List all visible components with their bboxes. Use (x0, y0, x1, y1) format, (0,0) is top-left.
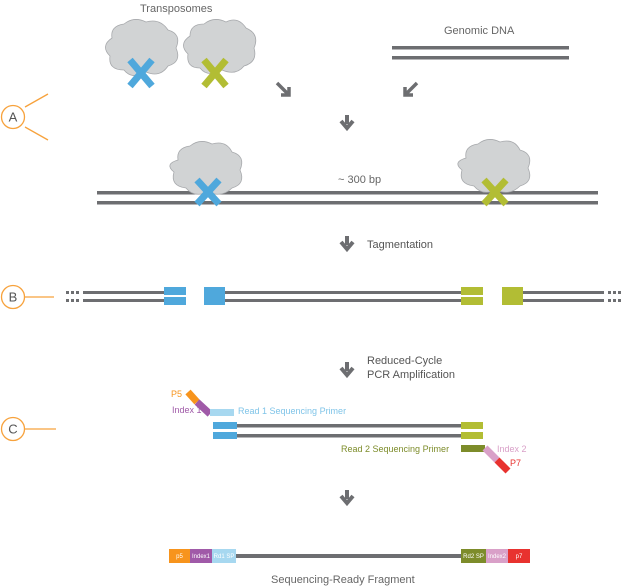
dna-strand (523, 299, 604, 302)
step-circle (0, 416, 26, 442)
genomic-dna-label: Genomic DNA (444, 25, 515, 37)
step-a-marker: A (0, 93, 49, 141)
index2-block-label: Index2 (488, 554, 507, 560)
p7-block-label: p7 (516, 554, 523, 560)
arrow-icon (403, 81, 419, 97)
step-circle (0, 104, 26, 130)
dna-strand (237, 424, 461, 428)
adapter-blue (164, 297, 186, 305)
rd1-block (212, 549, 236, 563)
step-c-label: C (8, 422, 17, 437)
adapter-blue (213, 422, 237, 429)
index1-label: Index 1 (172, 405, 202, 415)
rd2-block-label: Rd2 SP (463, 554, 484, 560)
pcr-label-line1: Reduced-Cycle (367, 355, 442, 367)
p5-block-label: p5 (176, 554, 183, 560)
adapter-blue (164, 287, 186, 295)
bound-dna-strands (97, 191, 598, 205)
cloud-shape (169, 141, 243, 195)
index2-segment (482, 445, 500, 463)
left-dashes (66, 291, 79, 302)
arrow-icon (275, 81, 291, 97)
adapter-green (461, 422, 483, 429)
bound-transposome-green (457, 139, 531, 207)
read1-primer (210, 409, 234, 416)
dna-strand (392, 56, 569, 60)
adapter-green (461, 297, 483, 305)
transposome-green (183, 19, 257, 89)
read2-primer (461, 445, 485, 452)
p7-label: P7 (510, 458, 521, 468)
dna-strand (523, 291, 604, 294)
p7-block (508, 549, 530, 563)
p5-label: P5 (171, 389, 182, 399)
down-arrow-icon (339, 236, 355, 253)
adapter-blue (204, 287, 225, 305)
transposase-arm (127, 57, 155, 89)
index1-segment (194, 399, 213, 417)
transposomes-label: Transposomes (140, 3, 213, 15)
adapter-blue (213, 432, 237, 439)
connector-line (24, 93, 49, 108)
p7-segment (494, 457, 511, 474)
dna-strand (97, 191, 598, 195)
adapter-green (461, 432, 483, 439)
dna-strand (225, 291, 461, 294)
final-fragment-label: Sequencing-Ready Fragment (271, 574, 415, 586)
read2-label: Read 2 Sequencing Primer (341, 444, 449, 454)
pcr-label-line2: PCR Amplification (367, 369, 455, 381)
step-circle (0, 284, 26, 310)
step-b-label: B (9, 290, 18, 305)
index1-block-label: Index1 (192, 554, 211, 560)
right-dashes (608, 291, 621, 302)
transposase-arm (194, 177, 222, 207)
step-a-label: A (9, 110, 18, 125)
connector-line (24, 126, 49, 141)
dna-strand (83, 291, 164, 294)
transposome-blue (105, 19, 179, 89)
dna-strand (225, 299, 461, 302)
step-b-marker: B (0, 284, 54, 310)
read1-label: Read 1 Sequencing Primer (238, 406, 346, 416)
final-fragment: p5 Index1 Rd1 SP Rd2 SP Index2 p7 (169, 549, 530, 563)
adapter-green (502, 287, 523, 305)
dna-strand (237, 434, 461, 438)
dna-strand (97, 201, 598, 205)
transposase-arm (481, 177, 509, 207)
cloud-shape (183, 19, 257, 74)
fragment-size-label: ~ 300 bp (338, 174, 381, 186)
cloud-shape (457, 139, 531, 193)
adapter-green (461, 287, 483, 295)
rd2-block (461, 549, 486, 563)
tagmented-fragments (66, 287, 621, 305)
step-c-marker: C (0, 416, 56, 442)
index1-block (190, 549, 212, 563)
down-arrow-icon (339, 490, 355, 507)
cloud-shape (105, 19, 179, 76)
p5-block (169, 549, 190, 563)
p5-segment (185, 389, 200, 405)
bound-transposome-blue (169, 141, 243, 207)
index2-block (486, 549, 508, 563)
down-arrow-icon (339, 115, 355, 132)
tagmentation-label: Tagmentation (367, 239, 433, 251)
dna-strand (83, 299, 164, 302)
transposase-arm (201, 57, 229, 89)
down-arrow-icon (339, 362, 355, 379)
genomic-dna-strands (392, 46, 569, 60)
insert-dna (236, 554, 461, 558)
index2-label: Index 2 (497, 444, 527, 454)
pcr-construct: P5 Index 1 Read 1 Sequencing Primer Read… (171, 389, 527, 474)
rd1-block-label: Rd1 SP (214, 554, 235, 560)
dna-strand (392, 46, 569, 50)
